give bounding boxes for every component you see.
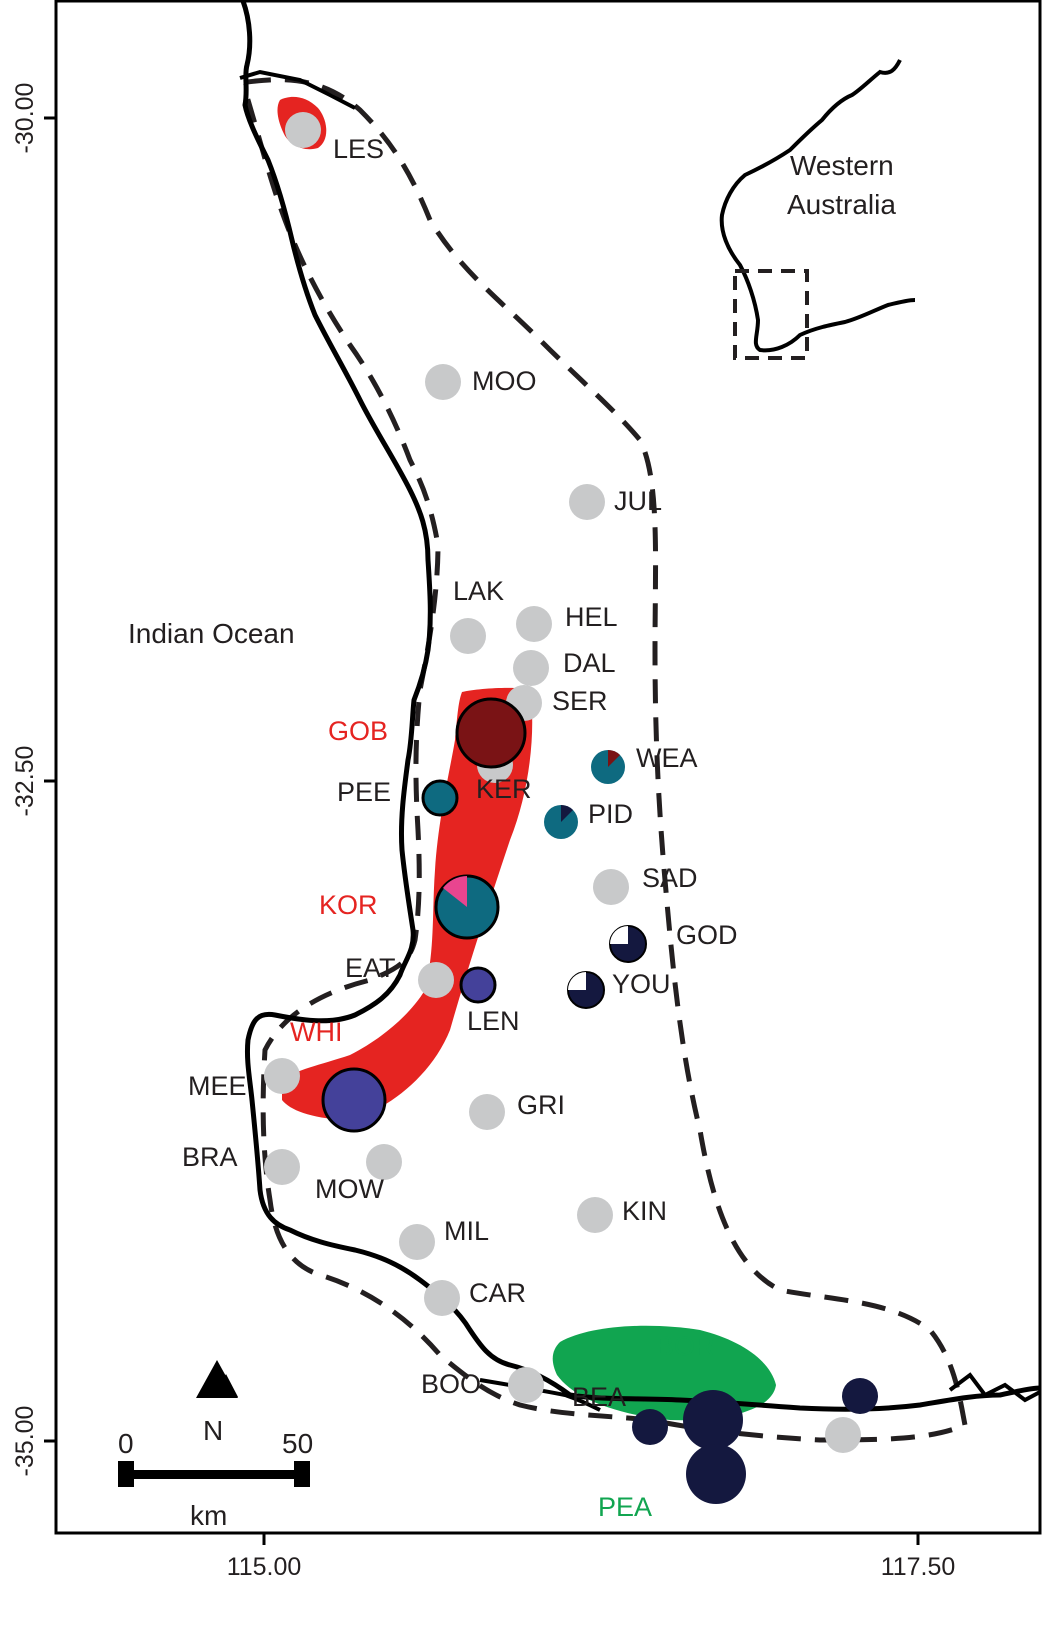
- scale-unit-label: km: [190, 1500, 227, 1531]
- site-label-god: GOD: [676, 920, 738, 950]
- site-label-you: YOU: [612, 969, 671, 999]
- site-marker-mee: [264, 1058, 300, 1094]
- site-label-mow: MOW: [315, 1174, 384, 1204]
- site-marker-pee: [421, 779, 459, 817]
- site-label-dal: DAL: [563, 648, 616, 678]
- site-marker-wea-slice: [608, 750, 620, 767]
- x-tick-label-2: 117.50: [881, 1553, 956, 1581]
- site-marker-car: [424, 1280, 460, 1316]
- x-axis: 115.00 117.50: [227, 1533, 956, 1581]
- site-label-ker: KER: [476, 774, 532, 804]
- scale-end-label: 50: [282, 1428, 313, 1459]
- y-tick-label-3: -35.00: [11, 1406, 39, 1477]
- site-label-jul: JUL: [614, 486, 662, 516]
- site-marker-god-white-slice: [610, 926, 628, 944]
- region-label-whi: WHI: [290, 1017, 342, 1047]
- site-marker-east-navy: [842, 1378, 878, 1414]
- site-marker-lak: [450, 618, 486, 654]
- site-label-lak: LAK: [453, 576, 504, 606]
- site-marker-eat: [418, 962, 454, 998]
- site-marker-len: [459, 966, 497, 1004]
- site-marker-you-white-slice: [568, 972, 586, 990]
- y-tick-label-1: -30.00: [11, 83, 39, 154]
- site-label-pid: PID: [588, 799, 633, 829]
- site-marker-jul: [569, 484, 605, 520]
- site-marker-bor: [683, 1390, 743, 1450]
- site-label-kin: KIN: [622, 1196, 667, 1226]
- site-label-mil: MIL: [444, 1216, 489, 1246]
- site-marker-pid-slice: [561, 805, 573, 822]
- site-marker-gri: [469, 1094, 505, 1130]
- north-arrow-triangle: [196, 1360, 238, 1398]
- coastline-detail-south: [479, 1378, 601, 1412]
- site-marker-sad: [593, 869, 629, 905]
- site-label-len: LEN: [467, 1006, 520, 1036]
- site-marker-east-grey: [825, 1417, 861, 1453]
- coastline: [240, 0, 1041, 1412]
- site-marker-dal: [513, 650, 549, 686]
- y-tick-label-2: -32.50: [11, 746, 39, 817]
- site-marker-moo: [425, 364, 461, 400]
- plot-frame: [54, 0, 1042, 1535]
- north-label: N: [203, 1415, 223, 1446]
- x-tick-label-1: 115.00: [227, 1553, 302, 1581]
- inset-map: Western Australia: [719, 59, 916, 360]
- site-marker-boo: [508, 1367, 544, 1403]
- site-label-mee: MEE: [188, 1071, 247, 1101]
- coastline-detail-north: [239, 69, 356, 110]
- site-marker-whi: [321, 1067, 387, 1133]
- region-label-bor: BOR: [656, 1331, 715, 1361]
- scale-start-label: 0: [118, 1428, 134, 1459]
- site-marker-hel: [516, 606, 552, 642]
- scale-bar-right-tick: [294, 1461, 310, 1487]
- site-label-pee: PEE: [337, 777, 391, 807]
- site-marker-mow: [366, 1144, 402, 1180]
- site-label-gri: GRI: [517, 1090, 565, 1120]
- site-marker-kin: [577, 1197, 613, 1233]
- site-label-moo: MOO: [472, 366, 537, 396]
- site-label-boo: BOO: [421, 1369, 481, 1399]
- ocean-label: Indian Ocean: [128, 618, 295, 649]
- site-label-car: CAR: [469, 1278, 526, 1308]
- site-marker-bea: [632, 1409, 668, 1445]
- site-label-ser: SER: [552, 686, 608, 716]
- site-marker-kor-pink-slice: [443, 876, 467, 907]
- region-label-gob: GOB: [328, 716, 388, 746]
- site-marker-bra: [264, 1149, 300, 1185]
- scale-bar: 0 50 km: [118, 1428, 313, 1531]
- site-label-sad: SAD: [642, 863, 698, 893]
- inset-study-area-box: [733, 269, 809, 360]
- site-label-bea: BEA: [572, 1382, 626, 1412]
- region-label-pea: PEA: [598, 1492, 652, 1522]
- site-marker-les: [285, 112, 321, 148]
- scale-bar-line: [120, 1470, 308, 1479]
- site-marker-pea: [686, 1444, 746, 1504]
- coastline-detail-east: [948, 1372, 1041, 1403]
- site-label-les: LES: [333, 134, 384, 164]
- outbreak-region-gob-kor: [282, 687, 533, 1120]
- scale-bar-left-tick: [118, 1461, 134, 1487]
- site-label-eat: EAT: [345, 953, 396, 983]
- inset-label-line1: Western: [790, 150, 894, 181]
- region-label-kor: KOR: [319, 890, 378, 920]
- inset-label-line2: Australia: [787, 189, 896, 220]
- site-marker-gob: [455, 697, 527, 769]
- absent-sites: [264, 112, 861, 1453]
- inset-coastline: [719, 59, 916, 353]
- site-marker-mil: [399, 1224, 435, 1260]
- site-label-bra: BRA: [182, 1142, 238, 1172]
- site-label-hel: HEL: [565, 602, 618, 632]
- y-axis: -30.00 -32.50 -35.00: [11, 83, 56, 1477]
- site-label-wea: WEA: [636, 743, 698, 773]
- range-boundary-line: [243, 77, 968, 1443]
